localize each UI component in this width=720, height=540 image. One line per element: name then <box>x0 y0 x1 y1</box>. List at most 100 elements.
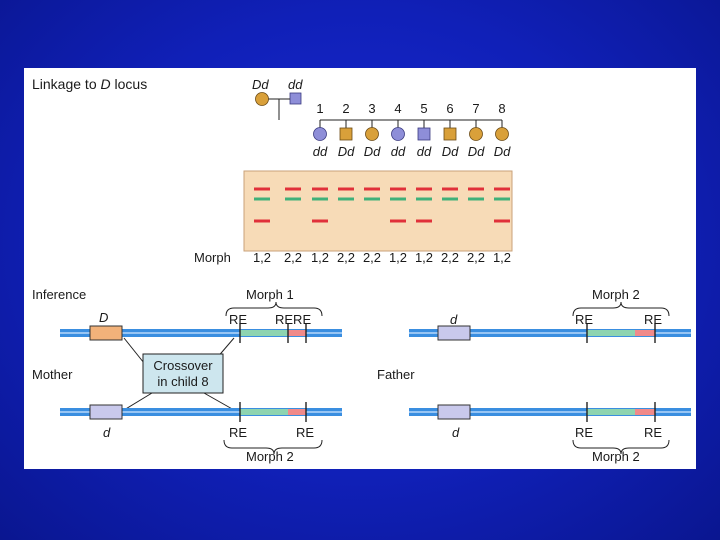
crossover-line <box>123 392 153 411</box>
female-symbol <box>391 127 405 141</box>
linkage-figure: Linkage to D locus Dd dd 1dd2Dd3Dd4dd5dd… <box>32 76 691 464</box>
re-label: RE <box>296 425 314 440</box>
gel-band-green <box>254 197 270 201</box>
re-pair-label: RERE <box>275 312 311 327</box>
child-2: 2Dd <box>338 101 355 159</box>
child-number: 8 <box>498 101 505 116</box>
father-chromosome <box>409 402 691 422</box>
re-label: RE <box>644 425 662 440</box>
father-allele-label: d <box>452 425 460 440</box>
gel-band-red <box>390 187 406 191</box>
probe-green <box>587 330 635 336</box>
morph-value: 2,2 <box>363 250 381 265</box>
gel <box>243 170 513 252</box>
female-symbol <box>365 127 379 141</box>
female-symbol <box>313 127 327 141</box>
father-symbol <box>289 92 302 105</box>
crossover-box <box>142 353 224 394</box>
child-number: 5 <box>420 101 427 116</box>
d-allele-box <box>437 404 471 420</box>
child-genotype: dd <box>313 144 328 159</box>
inference-label: Inference <box>32 287 86 302</box>
female-symbol <box>495 127 509 141</box>
mother-allele-label: d <box>103 425 111 440</box>
morph-value: 2,2 <box>337 250 355 265</box>
gel-band-green <box>416 197 432 201</box>
child-genotype: dd <box>417 144 432 159</box>
probe-red <box>288 409 306 415</box>
gel-band-green <box>338 197 354 201</box>
gel-band-green <box>364 197 380 201</box>
morph-value: 1,2 <box>253 250 271 265</box>
D-allele-label: D <box>99 310 108 325</box>
gel-band-red <box>254 187 270 191</box>
male-symbol <box>443 127 457 141</box>
gel-band-red <box>416 187 432 191</box>
child-7: 7Dd <box>468 101 485 159</box>
child-genotype: Dd <box>494 144 511 159</box>
morph-value: 2,2 <box>284 250 302 265</box>
male-symbol <box>339 127 353 141</box>
gel-band-red <box>494 187 510 191</box>
mother-label: Mother <box>32 367 73 382</box>
female-symbol <box>469 127 483 141</box>
crossover-line1: Crossover <box>153 358 213 373</box>
mother-chromosome <box>60 402 342 422</box>
gel-bands <box>254 187 510 223</box>
probe-green <box>240 409 288 415</box>
child-number: 3 <box>368 101 375 116</box>
child-5: 5 dd <box>417 101 432 159</box>
gel-band-red <box>390 219 406 223</box>
morph-value: 1,2 <box>415 250 433 265</box>
gel-band-red <box>442 187 458 191</box>
child-3: 3Dd <box>364 101 381 159</box>
gel-band-red <box>312 187 328 191</box>
probe-red <box>288 330 306 336</box>
gel-band-green <box>442 197 458 201</box>
probe-red <box>635 330 655 336</box>
gel-band-green <box>494 197 510 201</box>
child-genotype: Dd <box>468 144 485 159</box>
child-genotype: Dd <box>364 144 381 159</box>
morph-value: 1,2 <box>493 250 511 265</box>
gel-band-red <box>312 219 328 223</box>
inference-morph1-label: Morph 1 <box>246 287 294 302</box>
child-genotype: dd <box>391 144 406 159</box>
child-number: 6 <box>446 101 453 116</box>
D-allele-box <box>89 325 123 341</box>
crossover-line2: in child 8 <box>157 374 208 389</box>
re-label: RE <box>229 425 247 440</box>
d-allele-label: d <box>450 312 458 327</box>
gel-band-red <box>338 187 354 191</box>
probe-red <box>635 409 655 415</box>
inference-chromosome-D <box>60 323 342 343</box>
gel-band-green <box>312 197 328 201</box>
re-label: RE <box>575 312 593 327</box>
gel-band-red <box>254 219 270 223</box>
gel-band-red <box>494 219 510 223</box>
gel-band-green <box>468 197 484 201</box>
probe-green <box>240 330 288 336</box>
child-genotype: Dd <box>338 144 355 159</box>
child-8: 8Dd <box>494 101 511 159</box>
child-number: 1 <box>316 101 323 116</box>
morph-value: 1,2 <box>311 250 329 265</box>
child-genotype: Dd <box>442 144 459 159</box>
morph-value: 2,2 <box>467 250 485 265</box>
gel-band-red <box>364 187 380 191</box>
mother-morph-label: Morph 2 <box>246 449 294 464</box>
male-symbol <box>417 127 431 141</box>
inference-morph2-brace <box>572 301 670 317</box>
mother-genotype: Dd <box>252 77 269 92</box>
child-6: 6Dd <box>442 101 459 159</box>
inference-morph1-brace <box>225 301 323 317</box>
inference-morph2-label: Morph 2 <box>592 287 640 302</box>
mother-morph-brace <box>223 439 323 455</box>
morph-value: 2,2 <box>441 250 459 265</box>
morph-row-label: Morph <box>194 250 231 265</box>
child-number: 7 <box>472 101 479 116</box>
gel-band-green <box>390 197 406 201</box>
